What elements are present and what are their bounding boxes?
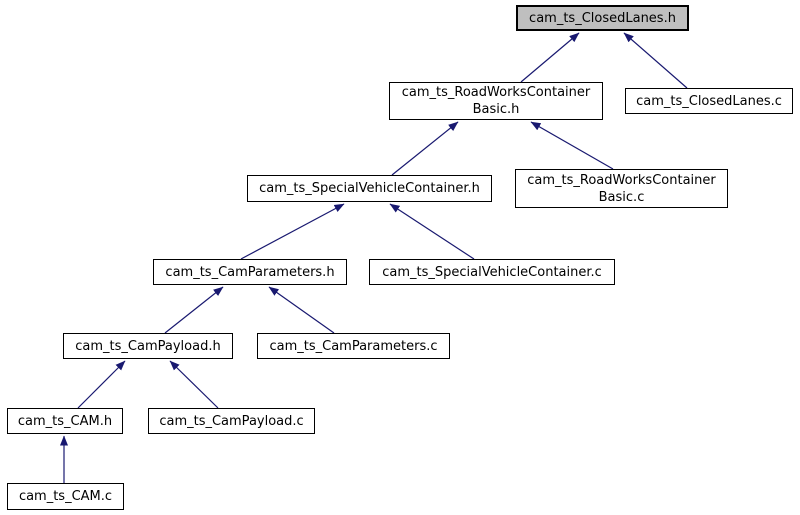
graph-node-camparameters-h[interactable]: cam_ts_CamParameters.h — [153, 259, 347, 285]
edge-specialvehicle-h--roadworks-h — [391, 121, 459, 176]
edge-closedlanes-c--closedlanes-h — [623, 32, 688, 89]
graph-node-specialvehicle-h[interactable]: cam_ts_SpecialVehicleContainer.h — [247, 175, 492, 202]
edge-specialvehicle-c--specialvehicle-h — [389, 203, 475, 260]
graph-node-specialvehicle-c[interactable]: cam_ts_SpecialVehicleContainer.c — [369, 259, 615, 285]
graph-node-camparameters-c[interactable]: cam_ts_CamParameters.c — [257, 333, 450, 359]
graph-node-cam-c[interactable]: cam_ts_CAM.c — [7, 483, 124, 510]
graph-node-roadworks-h[interactable]: cam_ts_RoadWorksContainer Basic.h — [389, 82, 603, 120]
graph-node-roadworks-c[interactable]: cam_ts_RoadWorksContainer Basic.c — [515, 169, 728, 208]
edge-roadworks-h--closedlanes-h — [520, 32, 580, 83]
graph-node-closedlanes-c[interactable]: cam_ts_ClosedLanes.c — [625, 88, 793, 114]
edge-campayload-c--campayload-h — [169, 360, 219, 409]
edge-camparameters-h--specialvehicle-h — [240, 203, 345, 260]
graph-node-cam-h[interactable]: cam_ts_CAM.h — [7, 408, 123, 434]
edge-roadworks-c--roadworks-h — [530, 121, 614, 170]
edge-camparameters-c--camparameters-h — [268, 286, 335, 334]
edge-cam-h--campayload-h — [77, 360, 126, 409]
graph-node-closedlanes-h: cam_ts_ClosedLanes.h — [516, 5, 689, 31]
graph-node-campayload-h[interactable]: cam_ts_CamPayload.h — [63, 333, 233, 359]
graph-node-campayload-c[interactable]: cam_ts_CamPayload.c — [148, 408, 315, 434]
edge-campayload-h--camparameters-h — [164, 286, 224, 334]
edge-group — [60, 32, 688, 483]
